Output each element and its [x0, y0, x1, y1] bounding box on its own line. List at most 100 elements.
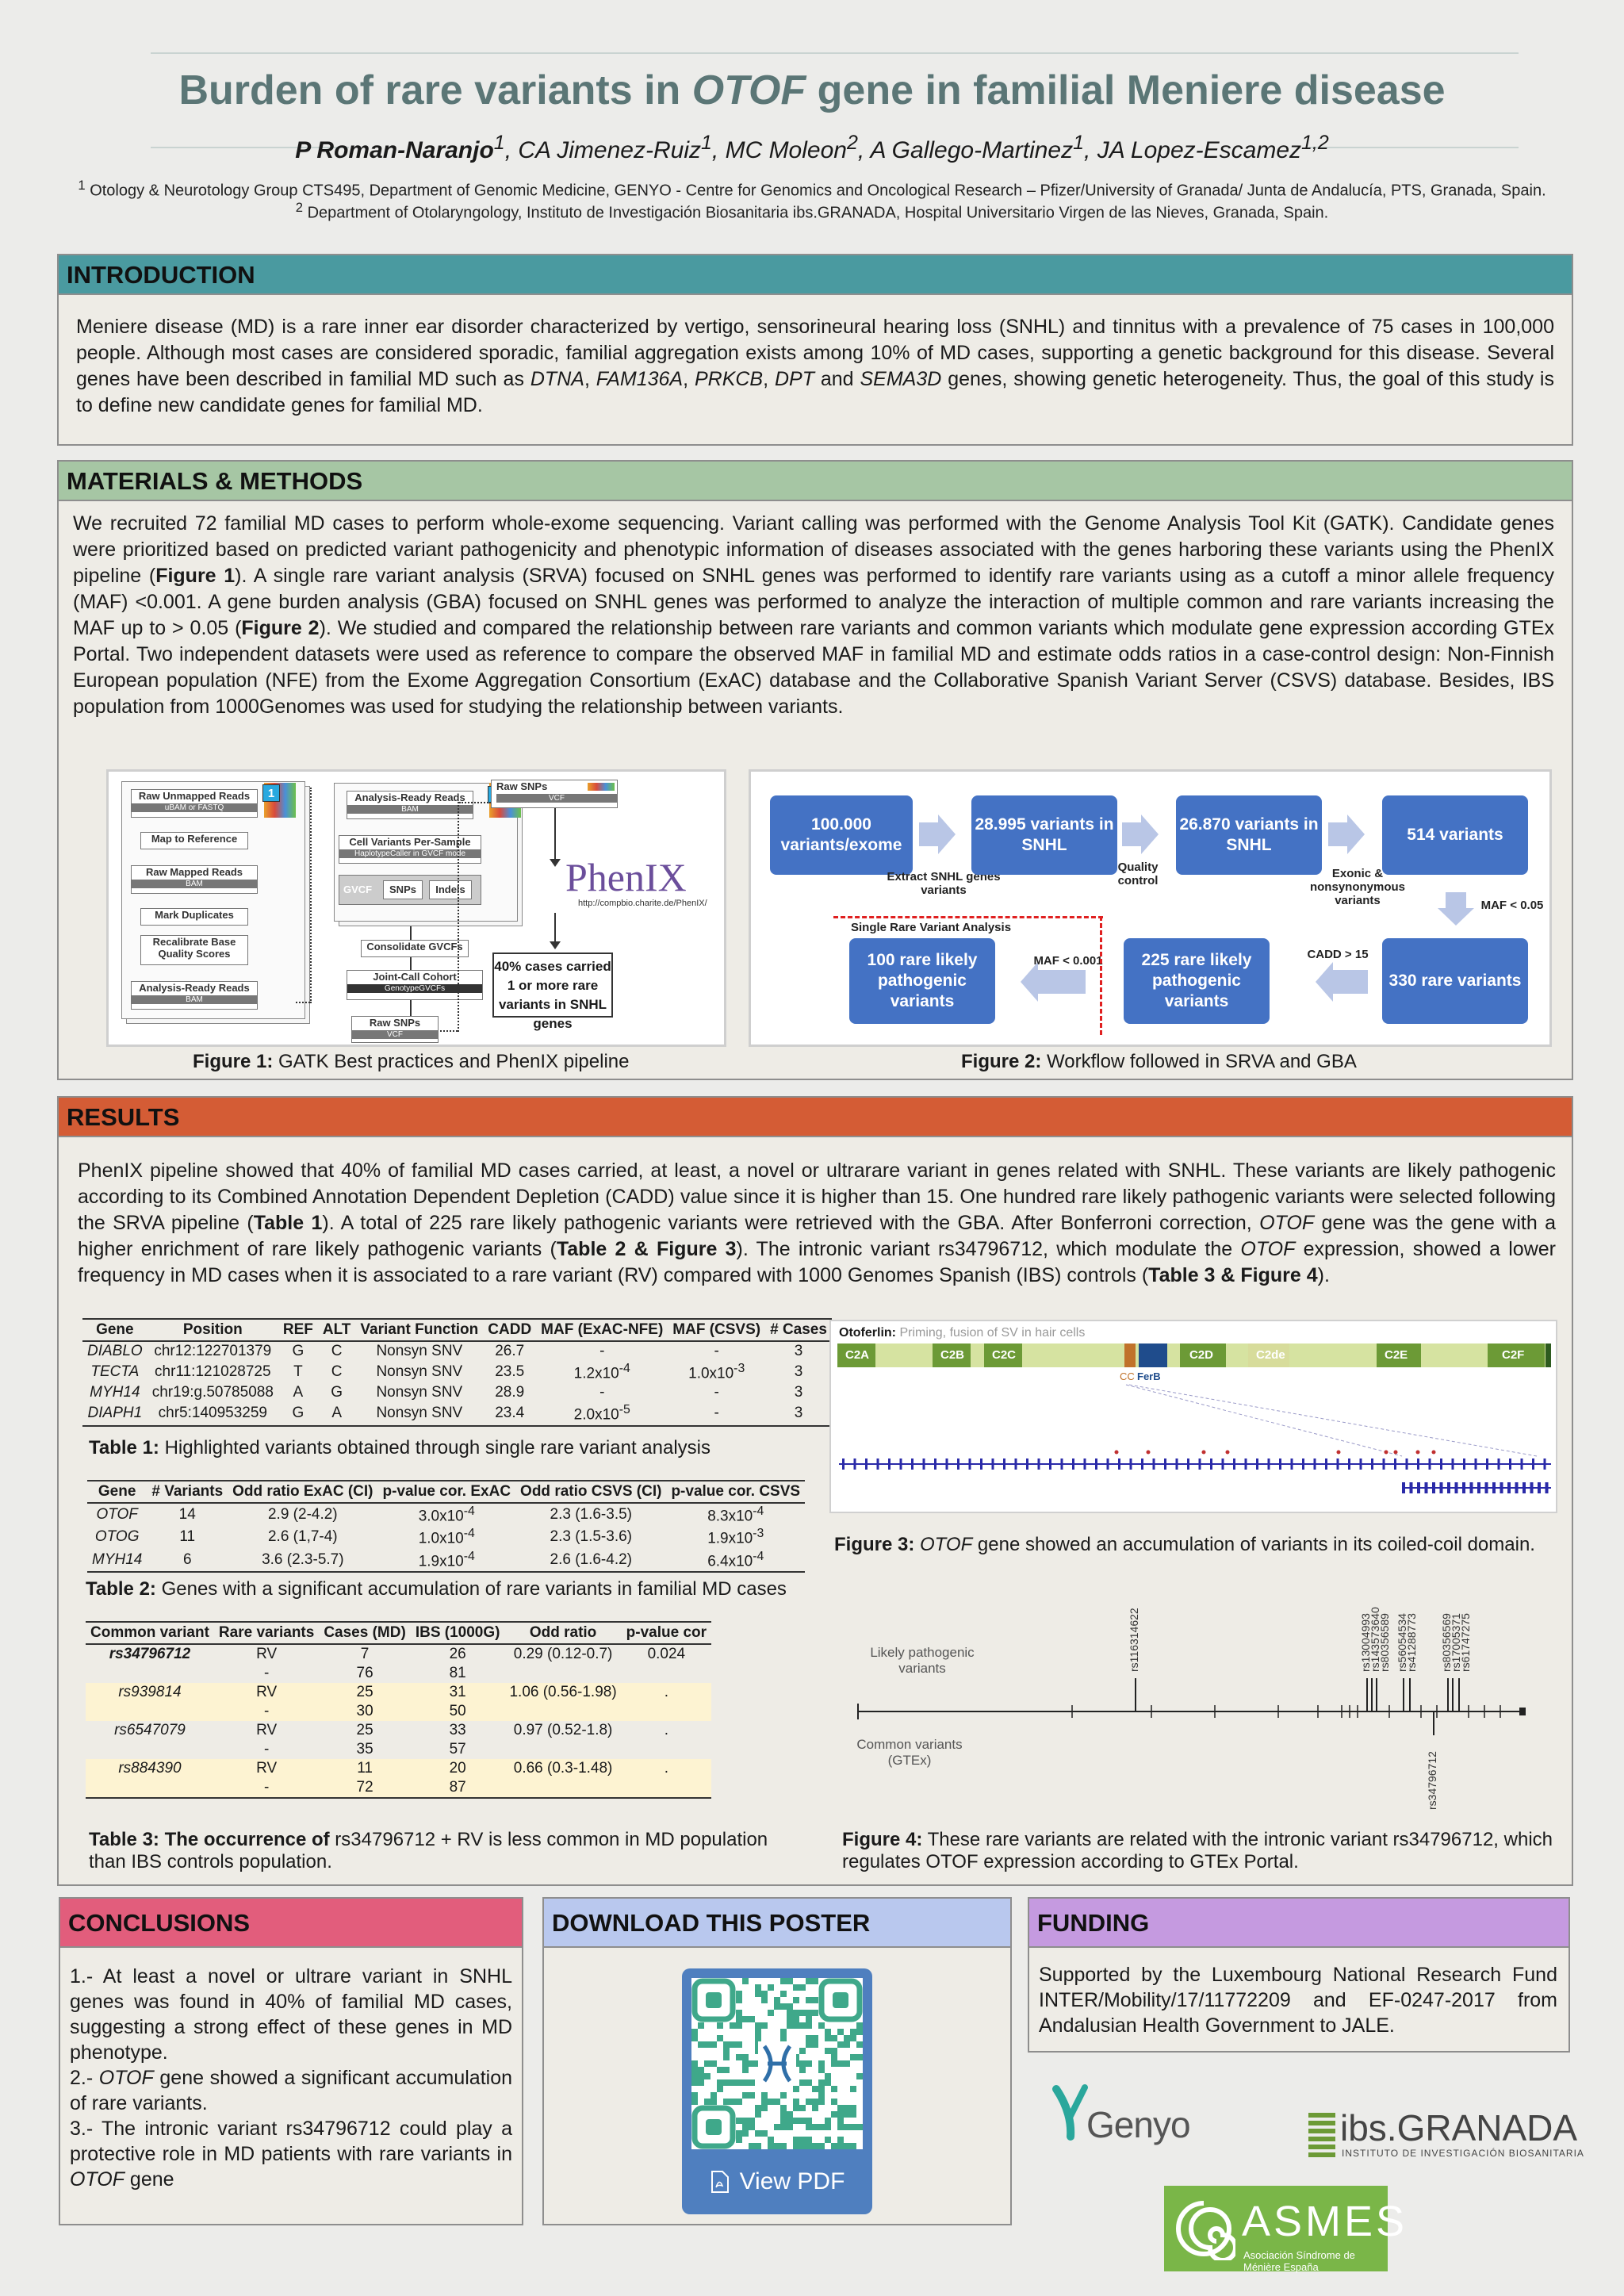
qr-code[interactable] — [691, 1978, 863, 2149]
table-cell: Nonsyn SNV — [376, 1363, 463, 1381]
table-cell: 23.4 — [483, 1402, 537, 1427]
table-cell: 23.5 — [495, 1363, 525, 1381]
table-cell: 3.0x10-4 — [418, 1504, 475, 1525]
table-2-caption: Table 2: Genes with a significant accumu… — [86, 1578, 787, 1600]
download-card[interactable]: View PDF — [682, 1968, 872, 2214]
qr-code-icon — [691, 1978, 863, 2149]
pdf-icon — [710, 2171, 729, 2193]
exon-mark — [991, 1458, 994, 1470]
table-cell: G — [292, 1343, 304, 1359]
fig3-domain-c2d: C2D — [1189, 1348, 1214, 1362]
table-cell: 30 — [319, 1702, 411, 1721]
affiliation-1: 1 Otology & Neurotology Group CTS495, De… — [78, 178, 1546, 200]
table-cell: 1.9x10-4 — [377, 1548, 516, 1573]
exon-mark — [1049, 1458, 1051, 1470]
table-cell: Nonsyn SNV — [376, 1343, 463, 1359]
table-cell: 14 — [178, 1506, 196, 1524]
table-cell: 76 — [356, 1665, 373, 1681]
exon-mark — [1014, 1458, 1017, 1470]
variant-label: rs41288773 — [1405, 1613, 1418, 1672]
table-cell: . — [664, 1722, 668, 1738]
download-heading: DOWNLOAD THIS POSTER — [544, 1899, 1010, 1948]
col-header: p-value cor. CSVS — [666, 1481, 806, 1504]
variant-dot — [1114, 1450, 1119, 1455]
exon-mark — [1463, 1458, 1465, 1470]
figure-2: 100.000 variants/exome Extract SNHL gene… — [749, 769, 1552, 1047]
poster-title: Burden of rare variants in OTOF gene in … — [178, 67, 1446, 113]
fig3-protein-desc: Priming, fusion of SV in hair cells — [896, 1326, 1086, 1340]
table-cell — [622, 1740, 711, 1759]
view-pdf-button[interactable]: View PDF — [682, 2162, 872, 2202]
fig2-label-quality: Quality control — [1117, 861, 1159, 887]
fig1-result-box: 40% cases carried 1 or more rare variant… — [492, 953, 613, 1031]
exon-mark — [1417, 1458, 1419, 1470]
table-cell: 0.97 (0.52-1.8) — [513, 1722, 613, 1738]
table-cell: 81 — [449, 1665, 466, 1681]
table-cell: chr19:g.50785088 — [151, 1384, 274, 1401]
table-cell: 20 — [410, 1759, 505, 1778]
table-cell: 35 — [356, 1741, 373, 1757]
col-header: p-value cor — [621, 1622, 712, 1645]
fig3-cc-label: CC — [1120, 1370, 1135, 1382]
figure-4: Likely pathogenic variants Common varian… — [834, 1594, 1556, 1810]
conclusions-heading: CONCLUSIONS — [60, 1899, 522, 1948]
col-header: Cases (MD) — [319, 1622, 411, 1645]
exon-mark — [1187, 1458, 1189, 1470]
exon-mark — [1141, 1458, 1143, 1470]
table-cell — [86, 1740, 214, 1759]
col-header: REF — [278, 1319, 318, 1342]
table-cell: 50 — [410, 1702, 505, 1721]
exon-mark — [842, 1458, 845, 1470]
fig2-label-maf05: MAF < 0.05 — [1480, 899, 1544, 912]
col-header: Variant Function — [355, 1319, 484, 1342]
table-cell — [86, 1664, 214, 1683]
fig4-track — [857, 1678, 1526, 1735]
genyo-logo: Genyo — [1048, 2081, 1207, 2145]
exon-mark — [1532, 1458, 1534, 1470]
table-cell: Nonsyn SNV — [376, 1384, 463, 1401]
table-cell: 7 — [360, 1646, 370, 1662]
table-cell: 1.2x10-4 — [573, 1362, 630, 1382]
fig2-label-exonic: Exonic & nonsynonymous variants — [1309, 867, 1405, 907]
exon-mark — [876, 1458, 879, 1470]
table-cell: - — [213, 1778, 320, 1799]
exon-mark — [1221, 1458, 1224, 1470]
col-header: Position — [147, 1319, 278, 1342]
figure-2-caption: Figure 2: Workflow followed in SRVA and … — [961, 1051, 1357, 1072]
table-cell: 0.29 (0.12-0.7) — [513, 1646, 613, 1662]
fig3-gene-track — [839, 1384, 1551, 1493]
fig3-domain-c2e: C2E — [1385, 1348, 1408, 1362]
table-cell: 28.9 — [495, 1384, 525, 1401]
variant-dot — [1415, 1450, 1420, 1455]
table-cell: 3 — [794, 1343, 803, 1359]
funding-heading: FUNDING — [1029, 1899, 1568, 1948]
table-cell: 33 — [449, 1722, 466, 1738]
genyo-symbol-icon — [1052, 2084, 1088, 2141]
table-cell: - — [714, 1384, 719, 1401]
table-cell: DIAPH1 — [82, 1402, 147, 1427]
table-cell: A — [317, 1402, 356, 1427]
fig2-node-5: 330 rare variants — [1382, 938, 1528, 1024]
table-cell: RV — [213, 1683, 320, 1702]
fig2-node-6: 225 rare likely pathogenic variants — [1124, 938, 1270, 1024]
exon-mark — [1290, 1458, 1293, 1470]
figure-1-caption: Figure 1: GATK Best practices and PhenIX… — [193, 1051, 630, 1072]
exon-mark — [1256, 1458, 1258, 1470]
exon-mark — [1026, 1458, 1028, 1470]
exon-mark — [934, 1458, 936, 1470]
exon-mark — [1129, 1458, 1132, 1470]
variant-dot — [1384, 1450, 1388, 1455]
